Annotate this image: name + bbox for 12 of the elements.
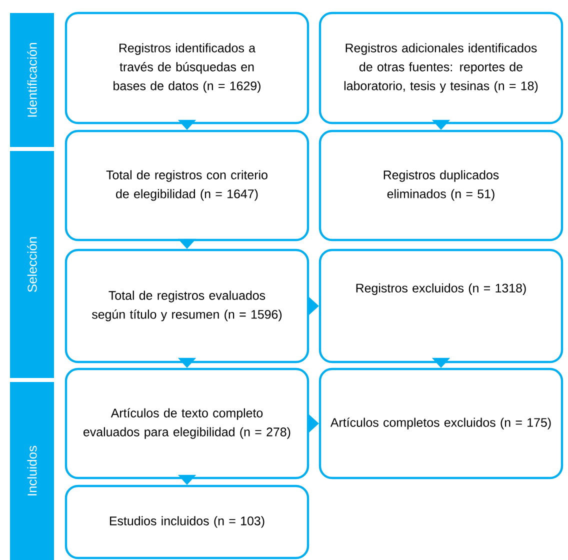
process-box: Artículos de texto completo evaluados para elegibilidad (n = 278): [64, 368, 310, 480]
process-box: Total de registros evaluados según título y resumen (n = 1596): [64, 248, 310, 364]
process-box: Registros duplicados eliminados (n = 51): [318, 130, 564, 242]
process-box: Artículos completos excluidos (n = 175): [318, 368, 564, 480]
process-box: Estudios incluidos (n = 103): [64, 484, 310, 560]
process-box: Total de registros con criterio de elegibilidad (n = 1647): [64, 130, 310, 242]
process-box: Registros excluidos (n = 1318): [318, 248, 564, 364]
phase-band: Selección: [10, 150, 54, 378]
process-box: Registros identificados a través de búsquedas en bases de datos (n = 1629): [64, 12, 310, 124]
phase-band: Incluidos: [10, 382, 54, 560]
process-box: Registros adicionales identificados de otras fuentes: reportes de laboratorio, tesis y tesinas (n = 18): [318, 12, 564, 124]
phase-band: Identificación: [10, 13, 54, 147]
